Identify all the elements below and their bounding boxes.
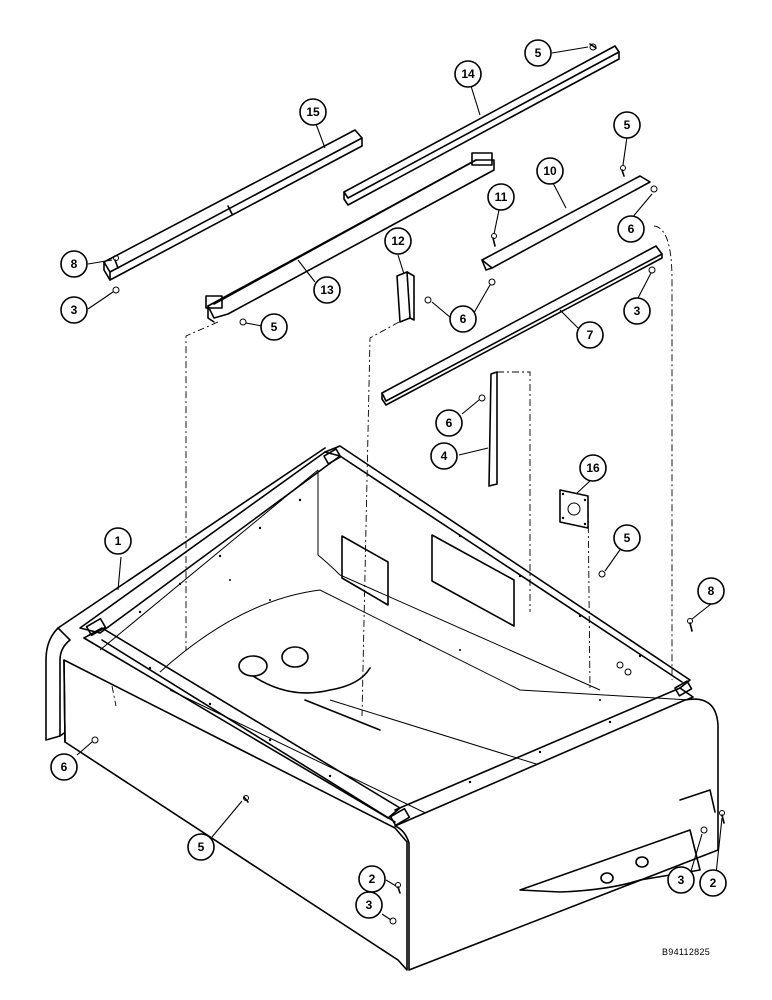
callout-5: 5: [524, 39, 552, 67]
callout-7: 7: [576, 321, 604, 349]
callout-5-label: 5: [271, 320, 278, 334]
callout-13-label: 13: [320, 283, 334, 297]
callout-4: 4: [430, 442, 458, 470]
callout-2: 2: [699, 869, 727, 897]
part-12-bracket: [396, 271, 415, 323]
callout-11-label: 11: [495, 190, 508, 204]
callout-8: 8: [697, 577, 725, 605]
callout-6: 6: [449, 305, 477, 333]
callout-8-label: 8: [708, 584, 715, 598]
callout-12-label: 12: [391, 234, 405, 248]
callout-1-label: 1: [115, 534, 122, 548]
part-13-channel: [205, 152, 495, 323]
callout-6-label: 6: [460, 312, 467, 326]
callout-3: 3: [60, 296, 88, 324]
callout-16: 16: [579, 454, 607, 482]
callout-2-label: 2: [710, 876, 717, 890]
part-7-rail: [381, 245, 663, 406]
callout-8: 8: [60, 250, 88, 278]
callout-3-label: 3: [71, 303, 78, 317]
callout-3: 3: [667, 866, 695, 894]
callout-16-label: 16: [586, 461, 600, 475]
part-4-strap: [488, 371, 498, 487]
callout-4-label: 4: [441, 449, 448, 463]
part-15-angle-rail: [103, 129, 363, 281]
callout-2-label: 2: [369, 872, 376, 886]
callout-5: 5: [613, 111, 641, 139]
drawing-reference-code: B94112825: [662, 947, 711, 957]
callout-5: 5: [613, 524, 641, 552]
callout-3: 3: [623, 297, 651, 325]
callout-14: 14: [454, 60, 482, 88]
alignment-lines: [111, 225, 673, 717]
callout-3: 3: [355, 891, 383, 919]
callout-15: 15: [299, 98, 327, 126]
callout-1: 1: [104, 527, 132, 555]
callout-10-label: 10: [543, 164, 557, 178]
callout-12: 12: [384, 227, 412, 255]
callout-6-label: 6: [446, 416, 453, 430]
callout-5: 5: [260, 313, 288, 341]
box-assembly: [45, 445, 719, 971]
callout-7-label: 7: [587, 328, 594, 342]
part-16-plate: [559, 489, 589, 529]
callout-13: 13: [313, 276, 341, 304]
fasteners: [91, 43, 725, 925]
callout-5-label: 5: [624, 118, 631, 132]
callout-8-label: 8: [71, 257, 78, 271]
part-10-strip: [481, 175, 651, 271]
leader-lines: [76, 46, 723, 921]
callout-3-label: 3: [366, 898, 373, 912]
callout-3-label: 3: [678, 873, 685, 887]
callout-6: 6: [435, 409, 463, 437]
callout-10: 10: [536, 157, 564, 185]
callout-6-label: 6: [628, 222, 635, 236]
callout-5-label: 5: [198, 840, 205, 854]
callout-6-label: 6: [61, 760, 68, 774]
callout-15-label: 15: [306, 105, 320, 119]
callout-5-label: 5: [535, 46, 542, 60]
callout-3-label: 3: [634, 304, 641, 318]
callout-11: 11: [487, 183, 515, 211]
callout-14-label: 14: [461, 67, 475, 81]
callout-6: 6: [617, 215, 645, 243]
callout-5-label: 5: [624, 531, 631, 545]
callout-6: 6: [50, 753, 78, 781]
part-14-long-rail: [343, 45, 620, 206]
callout-2: 2: [358, 865, 386, 893]
callout-5: 5: [187, 833, 215, 861]
